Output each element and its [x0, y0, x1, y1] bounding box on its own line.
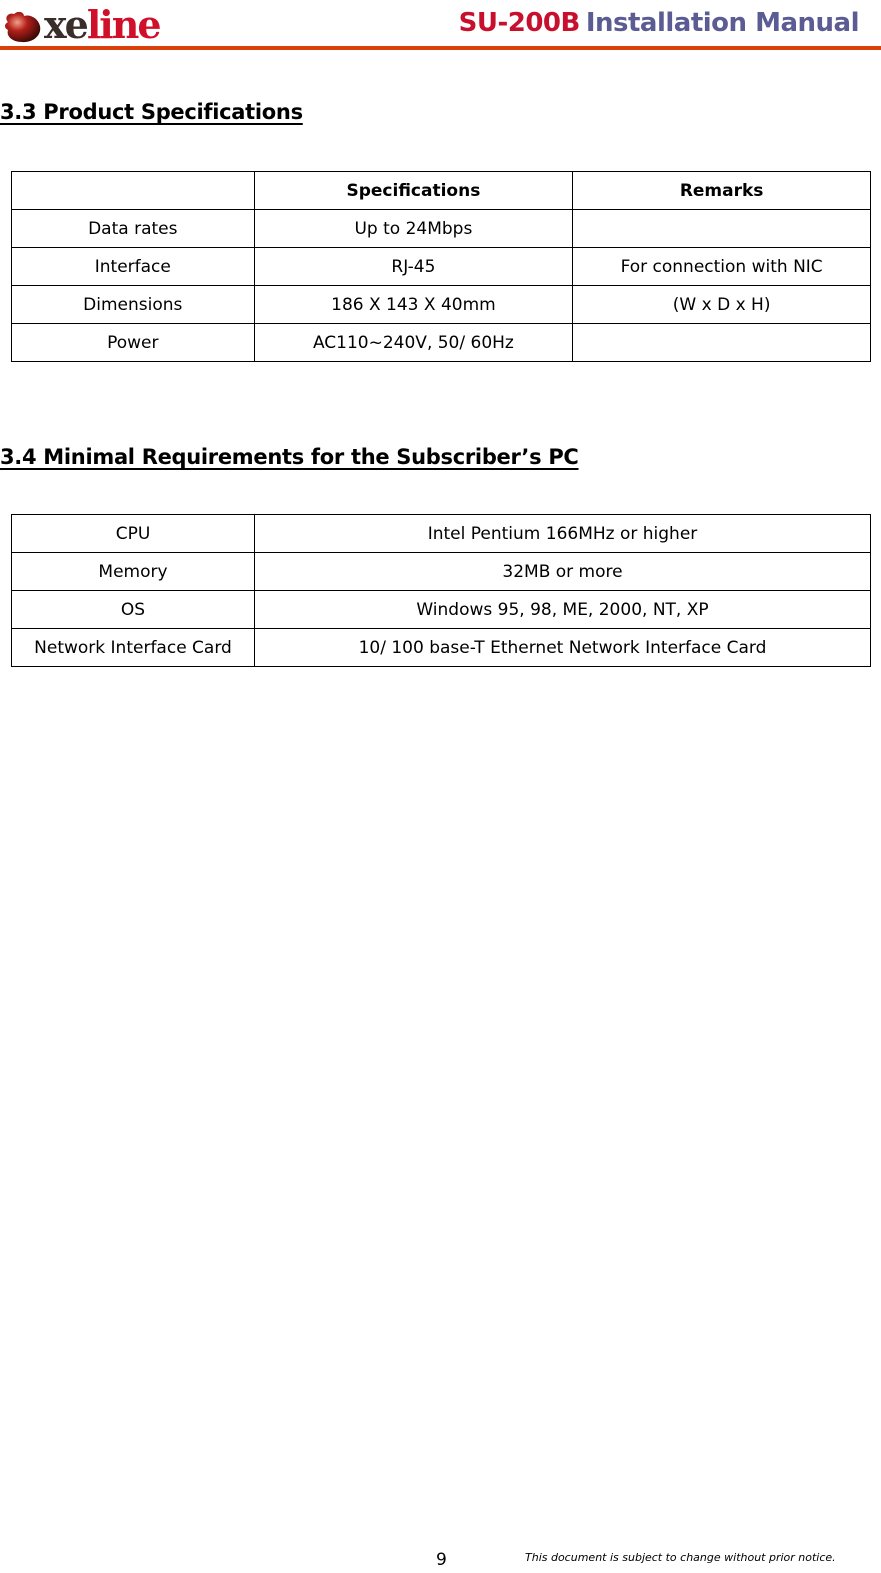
table-row: Dimensions 186 X 143 X 40mm (W x D x H)	[11, 285, 871, 324]
remark-value	[572, 323, 871, 362]
column-header-remarks: Remarks	[572, 171, 871, 210]
section-heading-product-specifications: 3.3 Product Specifications	[0, 100, 303, 124]
requirement-value: 32MB or more	[254, 552, 871, 591]
spec-value: 186 X 143 X 40mm	[253, 285, 574, 324]
row-label: OS	[11, 590, 255, 629]
row-label: Power	[11, 323, 255, 362]
section-heading-minimal-requirements: 3.4 Minimal Requirements for the Subscri…	[0, 445, 579, 469]
requirement-value: 10/ 100 base-T Ethernet Network Interfac…	[254, 628, 871, 667]
title-model: SU-200B	[458, 8, 581, 38]
spec-value: RJ-45	[253, 247, 574, 286]
table-row: Data rates Up to 24Mbps	[11, 209, 871, 248]
spec-value: Up to 24Mbps	[253, 209, 574, 248]
page-number: 9	[436, 1550, 447, 1570]
row-label: Network Interface Card	[11, 628, 255, 667]
table-row: Power AC110~240V, 50/ 60Hz	[11, 323, 871, 362]
minimal-requirements-table: CPU Intel Pentium 166MHz or higher Memor…	[11, 514, 871, 667]
row-label: Interface	[11, 247, 255, 286]
table-row: Network Interface Card 10/ 100 base-T Et…	[11, 628, 871, 667]
remark-value	[572, 209, 871, 248]
remark-value: (W x D x H)	[572, 285, 871, 324]
row-label: Memory	[11, 552, 255, 591]
table-row: Interface RJ-45 For connection with NIC	[11, 247, 871, 286]
red-sphere-logo-icon	[2, 8, 42, 44]
product-specifications-table: Specifications Remarks Data rates Up to …	[11, 171, 871, 362]
table-header-row: Specifications Remarks	[11, 171, 871, 210]
column-header-empty	[11, 171, 255, 210]
title-rest: Installation Manual	[585, 8, 860, 38]
row-label: Dimensions	[11, 285, 255, 324]
row-label: CPU	[11, 514, 255, 553]
column-header-specifications: Specifications	[253, 171, 574, 210]
table-row: OS Windows 95, 98, ME, 2000, NT, XP	[11, 590, 871, 629]
footer-disclaimer: This document is subject to change witho…	[525, 1551, 836, 1564]
logo-text-line: line	[86, 2, 162, 47]
row-label: Data rates	[11, 209, 255, 248]
remark-value: For connection with NIC	[572, 247, 871, 286]
spec-value: AC110~240V, 50/ 60Hz	[253, 323, 574, 362]
logo-wordmark: xeline	[44, 6, 162, 44]
logo-text-xe: xe	[44, 2, 89, 47]
requirement-value: Intel Pentium 166MHz or higher	[254, 514, 871, 553]
xeline-logo: xeline	[2, 2, 162, 44]
header-divider	[0, 46, 881, 50]
table-row: CPU Intel Pentium 166MHz or higher	[11, 514, 871, 553]
requirement-value: Windows 95, 98, ME, 2000, NT, XP	[254, 590, 871, 629]
table-row: Memory 32MB or more	[11, 552, 871, 591]
